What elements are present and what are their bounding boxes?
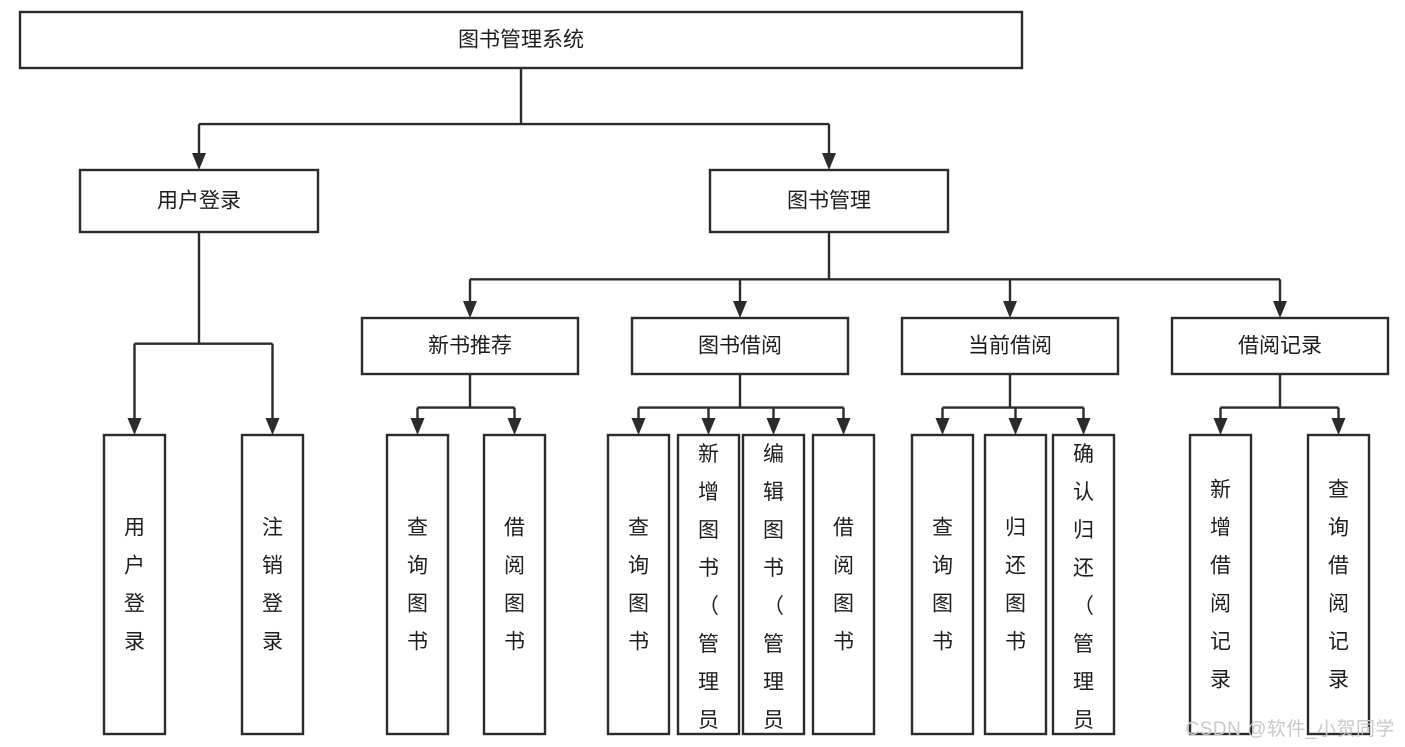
node-box-root — [18, 10, 1024, 70]
connector-group-current-borrow — [935, 374, 1091, 435]
arrow-head-leaf-add-book-admin — [701, 418, 716, 435]
node-label-leaf-logout: 注销登录 — [262, 517, 283, 654]
node-box-leaf-query-borrow-record — [1306, 433, 1371, 736]
connector-group-root — [192, 68, 836, 170]
node-leaf-add-borrow-record[interactable]: 新增借阅记录 — [1188, 433, 1253, 736]
arrow-head-leaf-query-book-borrow — [631, 418, 646, 435]
node-borrow-record[interactable]: 借阅记录 — [1170, 316, 1390, 376]
node-label-leaf-return-book: 归还图书 — [1005, 517, 1026, 654]
node-book-borrow[interactable]: 图书借阅 — [630, 316, 850, 376]
connector-group-borrow-record — [1213, 374, 1346, 435]
connector-group-new-book-recommend — [410, 374, 522, 435]
node-label-leaf-query-book-rec: 查询图书 — [407, 517, 428, 654]
arrow-head-current-borrow — [1003, 301, 1017, 318]
arrow-head-book-management — [822, 153, 836, 170]
node-label-root: 图书管理系统 — [458, 29, 584, 52]
node-label-leaf-edit-book-admin: 编辑图书（管理员） — [763, 443, 784, 747]
arrow-head-leaf-edit-book-admin — [766, 418, 781, 435]
node-leaf-user-login[interactable]: 用户登录 — [102, 433, 167, 736]
node-box-leaf-borrow-book-rec — [482, 433, 547, 736]
node-leaf-borrow-book[interactable]: 借阅图书 — [811, 433, 876, 736]
node-leaf-borrow-book-rec[interactable]: 借阅图书 — [482, 433, 547, 736]
node-leaf-add-book-admin[interactable]: 新增图书（管理员） — [676, 433, 741, 747]
node-label-leaf-query-borrow-record: 查询借阅记录 — [1328, 479, 1349, 692]
node-box-book-borrow — [630, 316, 850, 376]
connector-group-user-login — [127, 232, 280, 435]
node-label-leaf-query-book-cur: 查询图书 — [932, 517, 953, 654]
node-box-leaf-query-book-borrow — [606, 433, 671, 736]
node-box-leaf-query-book-cur — [910, 433, 975, 736]
node-new-book-recommend[interactable]: 新书推荐 — [360, 316, 580, 376]
node-box-leaf-user-login — [102, 433, 167, 736]
node-leaf-confirm-return-admin[interactable]: 确认归还（管理员） — [1051, 433, 1116, 747]
node-label-leaf-user-login: 用户登录 — [124, 517, 145, 654]
node-box-current-borrow — [900, 316, 1120, 376]
arrow-head-book-borrow — [733, 301, 747, 318]
node-label-leaf-add-book-admin: 新增图书（管理员） — [698, 443, 719, 747]
node-box-leaf-add-borrow-record — [1188, 433, 1253, 736]
node-box-leaf-add-book-admin — [676, 433, 741, 736]
node-box-leaf-edit-book-admin — [741, 433, 806, 736]
node-current-borrow[interactable]: 当前借阅 — [900, 316, 1120, 376]
node-box-leaf-query-book-rec — [385, 433, 450, 736]
node-label-leaf-add-borrow-record: 新增借阅记录 — [1210, 479, 1231, 692]
node-box-leaf-confirm-return-admin — [1051, 433, 1116, 736]
arrow-head-leaf-query-book-rec — [410, 418, 425, 435]
node-box-leaf-borrow-book — [811, 433, 876, 736]
node-label-book-management: 图书管理 — [787, 190, 871, 213]
node-label-user-login: 用户登录 — [157, 190, 241, 213]
arrow-head-leaf-return-book — [1008, 418, 1023, 435]
arrow-head-leaf-borrow-book-rec — [507, 418, 522, 435]
node-box-user-login — [78, 168, 320, 234]
node-box-leaf-logout — [240, 433, 305, 736]
node-user-login[interactable]: 用户登录 — [78, 168, 320, 234]
node-leaf-logout[interactable]: 注销登录 — [240, 433, 305, 736]
node-label-current-borrow: 当前借阅 — [968, 335, 1052, 358]
node-box-borrow-record — [1170, 316, 1390, 376]
watermark-text: CSDN @软件_小贺同学 — [1185, 719, 1395, 740]
node-box-book-management — [708, 168, 950, 234]
node-book-management[interactable]: 图书管理 — [708, 168, 950, 234]
node-label-book-borrow: 图书借阅 — [698, 335, 782, 358]
node-label-borrow-record: 借阅记录 — [1238, 335, 1322, 358]
node-leaf-query-book-borrow[interactable]: 查询图书 — [606, 433, 671, 736]
arrow-head-leaf-logout — [265, 418, 280, 435]
node-root[interactable]: 图书管理系统 — [18, 10, 1024, 70]
node-label-leaf-borrow-book: 借阅图书 — [833, 517, 854, 654]
node-box-leaf-return-book — [983, 433, 1048, 736]
connector-group-book-borrow — [631, 374, 851, 435]
arrow-head-leaf-confirm-return-admin — [1076, 418, 1091, 435]
node-leaf-return-book[interactable]: 归还图书 — [983, 433, 1048, 736]
arrow-head-borrow-record — [1273, 301, 1287, 318]
connectors-layer — [127, 68, 1346, 435]
node-box-new-book-recommend — [360, 316, 580, 376]
arrow-head-leaf-borrow-book — [836, 418, 851, 435]
arrow-head-leaf-query-borrow-record — [1331, 418, 1346, 435]
node-label-leaf-query-book-borrow: 查询图书 — [628, 517, 649, 654]
arrow-head-leaf-user-login — [127, 418, 142, 435]
node-leaf-query-book-cur[interactable]: 查询图书 — [910, 433, 975, 736]
arrow-head-leaf-query-book-cur — [935, 418, 950, 435]
node-leaf-edit-book-admin[interactable]: 编辑图书（管理员） — [741, 433, 806, 747]
node-label-new-book-recommend: 新书推荐 — [428, 335, 512, 358]
nodes-layer: 图书管理系统用户登录图书管理新书推荐图书借阅当前借阅借阅记录用户登录注销登录查询… — [18, 10, 1390, 747]
node-label-leaf-confirm-return-admin: 确认归还（管理员） — [1073, 443, 1094, 747]
arrow-head-new-book-recommend — [463, 301, 477, 318]
connector-group-book-management — [463, 232, 1287, 318]
node-leaf-query-borrow-record[interactable]: 查询借阅记录 — [1306, 433, 1371, 736]
node-leaf-query-book-rec[interactable]: 查询图书 — [385, 433, 450, 736]
arrow-head-leaf-add-borrow-record — [1213, 418, 1228, 435]
node-label-leaf-borrow-book-rec: 借阅图书 — [504, 517, 525, 654]
arrow-head-user-login — [192, 153, 206, 170]
